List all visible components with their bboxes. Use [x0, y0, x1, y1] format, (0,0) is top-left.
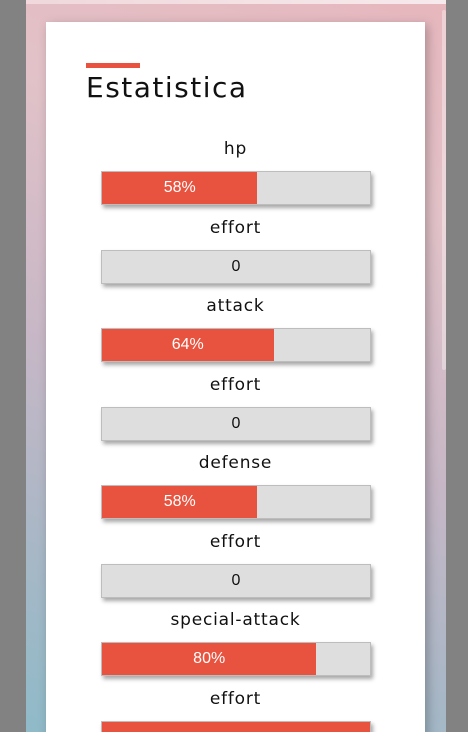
- stat-label-effort: effort: [209, 688, 262, 709]
- progress-value: 64%: [171, 336, 204, 353]
- page-background: Estatistica hp 58% effort 0 attack 64% effort 0…: [26, 0, 446, 732]
- effort-progress-bar: 0: [101, 249, 371, 284]
- scrollbar-thumb[interactable]: [442, 10, 446, 370]
- stat-label-effort: effort: [209, 531, 262, 552]
- title-accent-bar: [86, 63, 140, 68]
- defense-progress-bar: 58%: [101, 485, 371, 519]
- progress-fill: [102, 486, 258, 518]
- hp-progress-bar: 58%: [101, 171, 371, 205]
- stat-label-hp: hp: [223, 139, 248, 159]
- effort-progress-bar: 0: [101, 563, 371, 598]
- effort-progress-bar: 0: [101, 406, 371, 441]
- card-title: Estatistica: [86, 71, 248, 104]
- progress-value: 0: [231, 414, 241, 432]
- progress-fill: [102, 329, 274, 361]
- progress-value: 58%: [163, 179, 196, 196]
- effort-progress-bar: [101, 720, 371, 732]
- progress-fill: [102, 643, 317, 675]
- stat-label-defense: defense: [198, 453, 273, 473]
- progress-value: 80%: [193, 650, 226, 667]
- stat-label-effort: effort: [209, 217, 262, 238]
- progress-value: 58%: [163, 493, 196, 510]
- frame-top-edge: [26, 0, 446, 4]
- stat-label-effort: effort: [209, 374, 262, 395]
- progress-value: 0: [231, 257, 241, 275]
- special-attack-progress-bar: 80%: [101, 642, 371, 676]
- attack-progress-bar: 64%: [101, 328, 371, 362]
- progress-fill: [102, 172, 258, 204]
- stat-label-special-attack: special-attack: [170, 610, 301, 630]
- progress-value: [102, 722, 370, 732]
- stat-label-attack: attack: [206, 296, 265, 316]
- progress-fill: [102, 721, 370, 732]
- progress-value: 0: [231, 571, 241, 589]
- stats-card: Estatistica hp 58% effort 0 attack 64% effort 0…: [46, 22, 425, 732]
